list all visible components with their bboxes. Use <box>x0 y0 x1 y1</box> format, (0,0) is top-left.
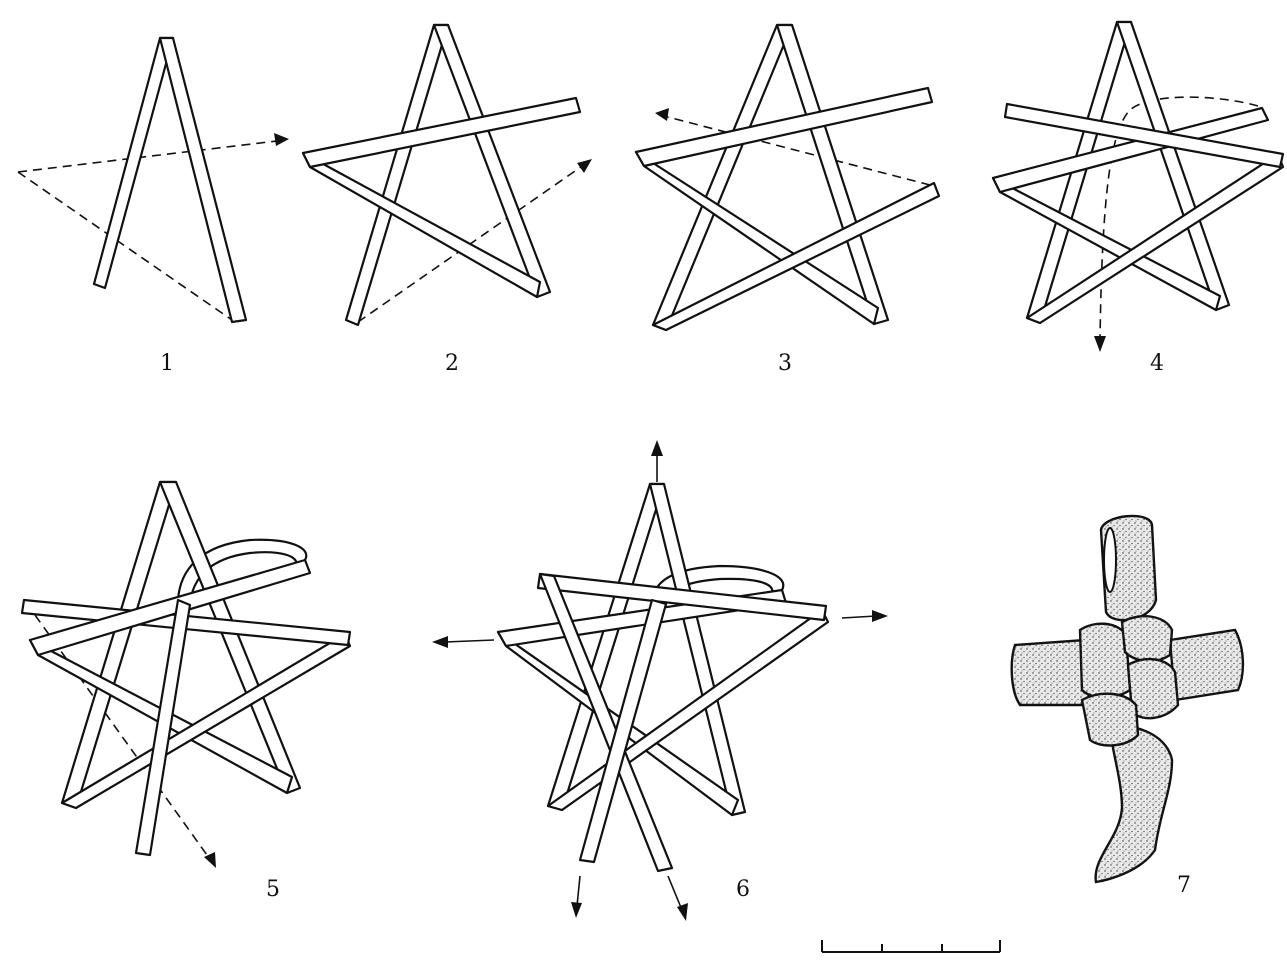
strip <box>636 88 932 166</box>
strip <box>346 25 448 325</box>
step-label-1: 1 <box>160 351 174 376</box>
arrowhead-icon <box>872 610 888 622</box>
stipple-texture <box>1096 727 1172 882</box>
step-label-3: 3 <box>778 351 792 376</box>
stipple-texture <box>1170 630 1243 700</box>
strip <box>303 98 580 167</box>
direction-arrow <box>445 640 494 642</box>
arrowhead-icon <box>577 159 592 173</box>
loop-hole <box>1104 528 1116 592</box>
arrowhead-icon <box>677 903 688 921</box>
step-1-diagram <box>18 38 289 322</box>
step-4-diagram <box>993 22 1283 352</box>
step-label-5: 5 <box>266 877 280 902</box>
arrowhead-icon <box>204 852 216 868</box>
direction-arrow <box>842 616 876 618</box>
arrowhead-icon <box>655 108 669 121</box>
stipple-texture <box>1082 694 1138 746</box>
arrowhead-icon <box>1094 336 1106 352</box>
step-6-diagram <box>432 440 888 921</box>
step-label-2: 2 <box>445 351 459 376</box>
scale-bar-ticks <box>822 940 1000 952</box>
direction-arrow <box>577 876 580 906</box>
step-5-diagram <box>22 482 350 868</box>
strip <box>94 38 173 288</box>
step-7-knot-pendant <box>1012 516 1243 882</box>
dashed-guide-path <box>18 140 285 172</box>
step-3-diagram <box>636 25 939 330</box>
arrowhead-icon <box>651 440 663 456</box>
scale-bar <box>822 940 1000 952</box>
step-label-6: 6 <box>736 877 750 902</box>
arrowhead-icon <box>571 902 582 918</box>
stipple-texture <box>1122 616 1172 661</box>
step-2-diagram <box>303 25 592 325</box>
step-label-4: 4 <box>1150 351 1164 376</box>
stipple-texture <box>1012 640 1091 705</box>
strip <box>1117 22 1229 310</box>
direction-arrow <box>668 876 682 910</box>
arrowhead-icon <box>274 133 289 146</box>
step-label-7: 7 <box>1177 873 1191 898</box>
arrowhead-icon <box>432 636 448 648</box>
